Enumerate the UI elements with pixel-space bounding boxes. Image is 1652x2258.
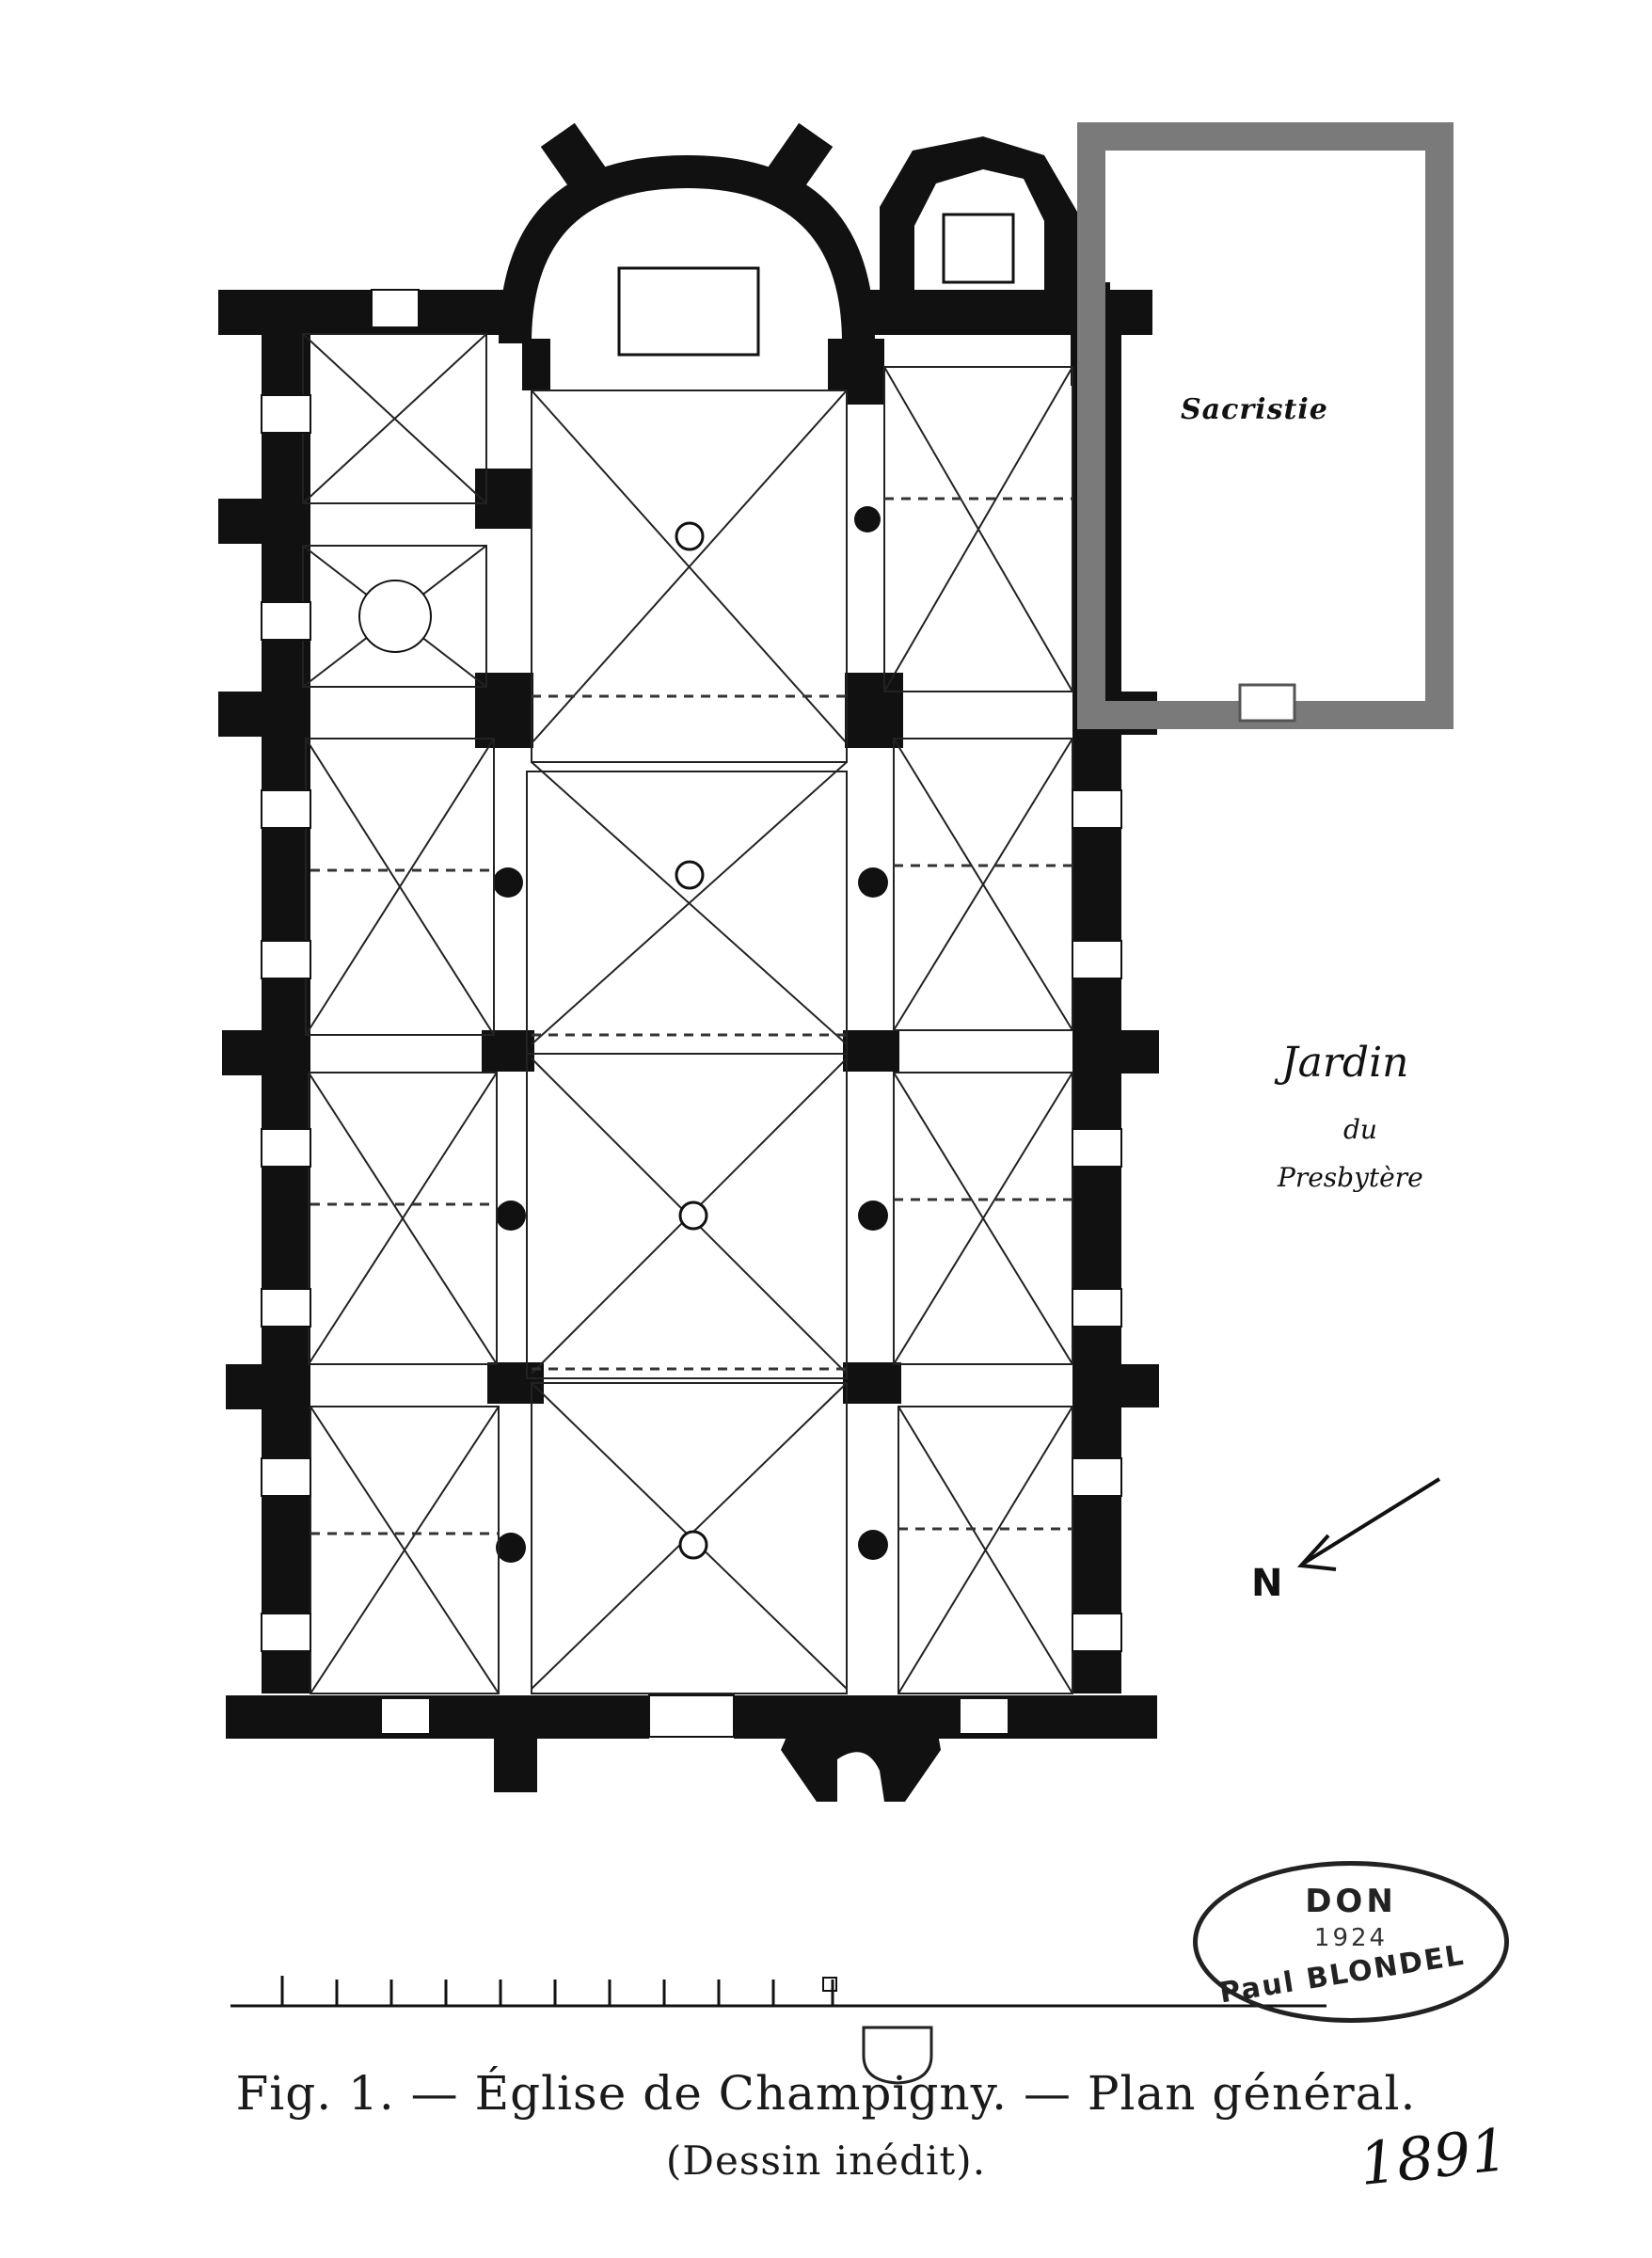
apse-buttress <box>766 122 834 194</box>
buttress <box>226 1364 267 1409</box>
figure-caption: Fig. 1. — Église de Champigny. — Plan gé… <box>235 2066 1417 2121</box>
keystone <box>675 860 705 890</box>
window <box>1072 789 1122 829</box>
buttress <box>218 499 265 544</box>
garden-label-line2: du <box>1343 1114 1377 1145</box>
aisle-bay <box>883 366 1073 692</box>
aisle-bay <box>305 738 495 1036</box>
window <box>1072 1613 1122 1652</box>
pier-round <box>493 867 523 898</box>
vault-rib <box>883 366 1073 692</box>
buttress <box>222 1030 267 1075</box>
window <box>261 394 311 434</box>
nave-bay <box>531 1382 848 1694</box>
pier-round <box>496 1201 526 1231</box>
north-label: N <box>1251 1562 1283 1605</box>
aisle-bay <box>893 738 1073 1031</box>
vault-rib <box>305 738 495 1036</box>
keystone <box>678 1530 708 1560</box>
garden-label-line1: Jardin <box>1281 1039 1409 1087</box>
porch-pillar <box>494 1736 537 1792</box>
aisle-bay <box>308 1072 498 1365</box>
window <box>371 289 420 328</box>
window <box>261 601 311 641</box>
garden-label-line3: Presbytère <box>1278 1162 1423 1193</box>
window <box>261 940 311 979</box>
window <box>959 1697 1009 1735</box>
buttress <box>1120 1364 1159 1407</box>
pier-round <box>858 867 888 898</box>
buttress <box>1120 1030 1159 1073</box>
pier <box>843 1030 899 1072</box>
stair-turret <box>781 1695 941 1802</box>
aisle-bay <box>893 1072 1073 1365</box>
vault-rib <box>302 333 487 504</box>
figure-subcaption: (Dessin inédit). <box>665 2138 987 2184</box>
vault-rib <box>310 1406 500 1694</box>
vault-rib <box>893 1072 1073 1365</box>
pier-round <box>496 1533 526 1563</box>
font-basin <box>358 580 432 653</box>
chapel-altar <box>942 213 1015 284</box>
south-wall <box>226 1695 649 1739</box>
altar <box>617 266 760 357</box>
apse-buttress <box>540 122 608 194</box>
window <box>261 1613 311 1652</box>
pier-round <box>858 1530 888 1560</box>
aisle-bay <box>897 1406 1073 1694</box>
window <box>1072 1457 1122 1497</box>
aisle-bay <box>310 1406 500 1694</box>
scale-bar-icon <box>230 1976 1326 2008</box>
pier <box>482 1030 534 1072</box>
nave-bay <box>526 1053 848 1379</box>
nave-bay <box>531 390 848 763</box>
window <box>261 789 311 829</box>
chapel-apse <box>880 136 1077 292</box>
stamp-line2: 1924 <box>1313 1924 1389 1952</box>
library-mark-icon <box>862 2026 933 2085</box>
window <box>1072 1128 1122 1168</box>
donation-stamp: DON 1924 Paul BLONDEL <box>1193 1861 1509 2023</box>
keystone <box>675 521 705 551</box>
window <box>1072 1288 1122 1328</box>
nave-bay <box>526 771 848 1055</box>
pier <box>845 673 903 748</box>
vault-rib <box>531 390 848 744</box>
window <box>261 1457 311 1497</box>
sacristy-door <box>1238 683 1296 723</box>
keystone <box>678 1201 708 1231</box>
choir-pier <box>522 339 550 390</box>
window <box>380 1697 431 1735</box>
pier-round <box>854 506 881 533</box>
window <box>261 1288 311 1328</box>
doorway <box>648 1694 735 1738</box>
apse-wall <box>499 155 875 343</box>
stamp-line1: DON <box>1305 1883 1397 1920</box>
vault-rib <box>308 1072 498 1365</box>
sacristy-label: Sacristie <box>1181 393 1328 426</box>
buttress <box>218 692 265 737</box>
pier <box>843 1362 901 1404</box>
vault-rib <box>893 738 1073 1031</box>
window <box>1072 940 1122 979</box>
north-arrow-icon <box>1296 1477 1441 1571</box>
vault-rib <box>531 761 848 1045</box>
pier-round <box>858 1201 888 1231</box>
vault-rib <box>897 1406 1073 1694</box>
window <box>261 1128 311 1168</box>
chapel-wall <box>847 339 884 405</box>
pier <box>475 469 532 529</box>
